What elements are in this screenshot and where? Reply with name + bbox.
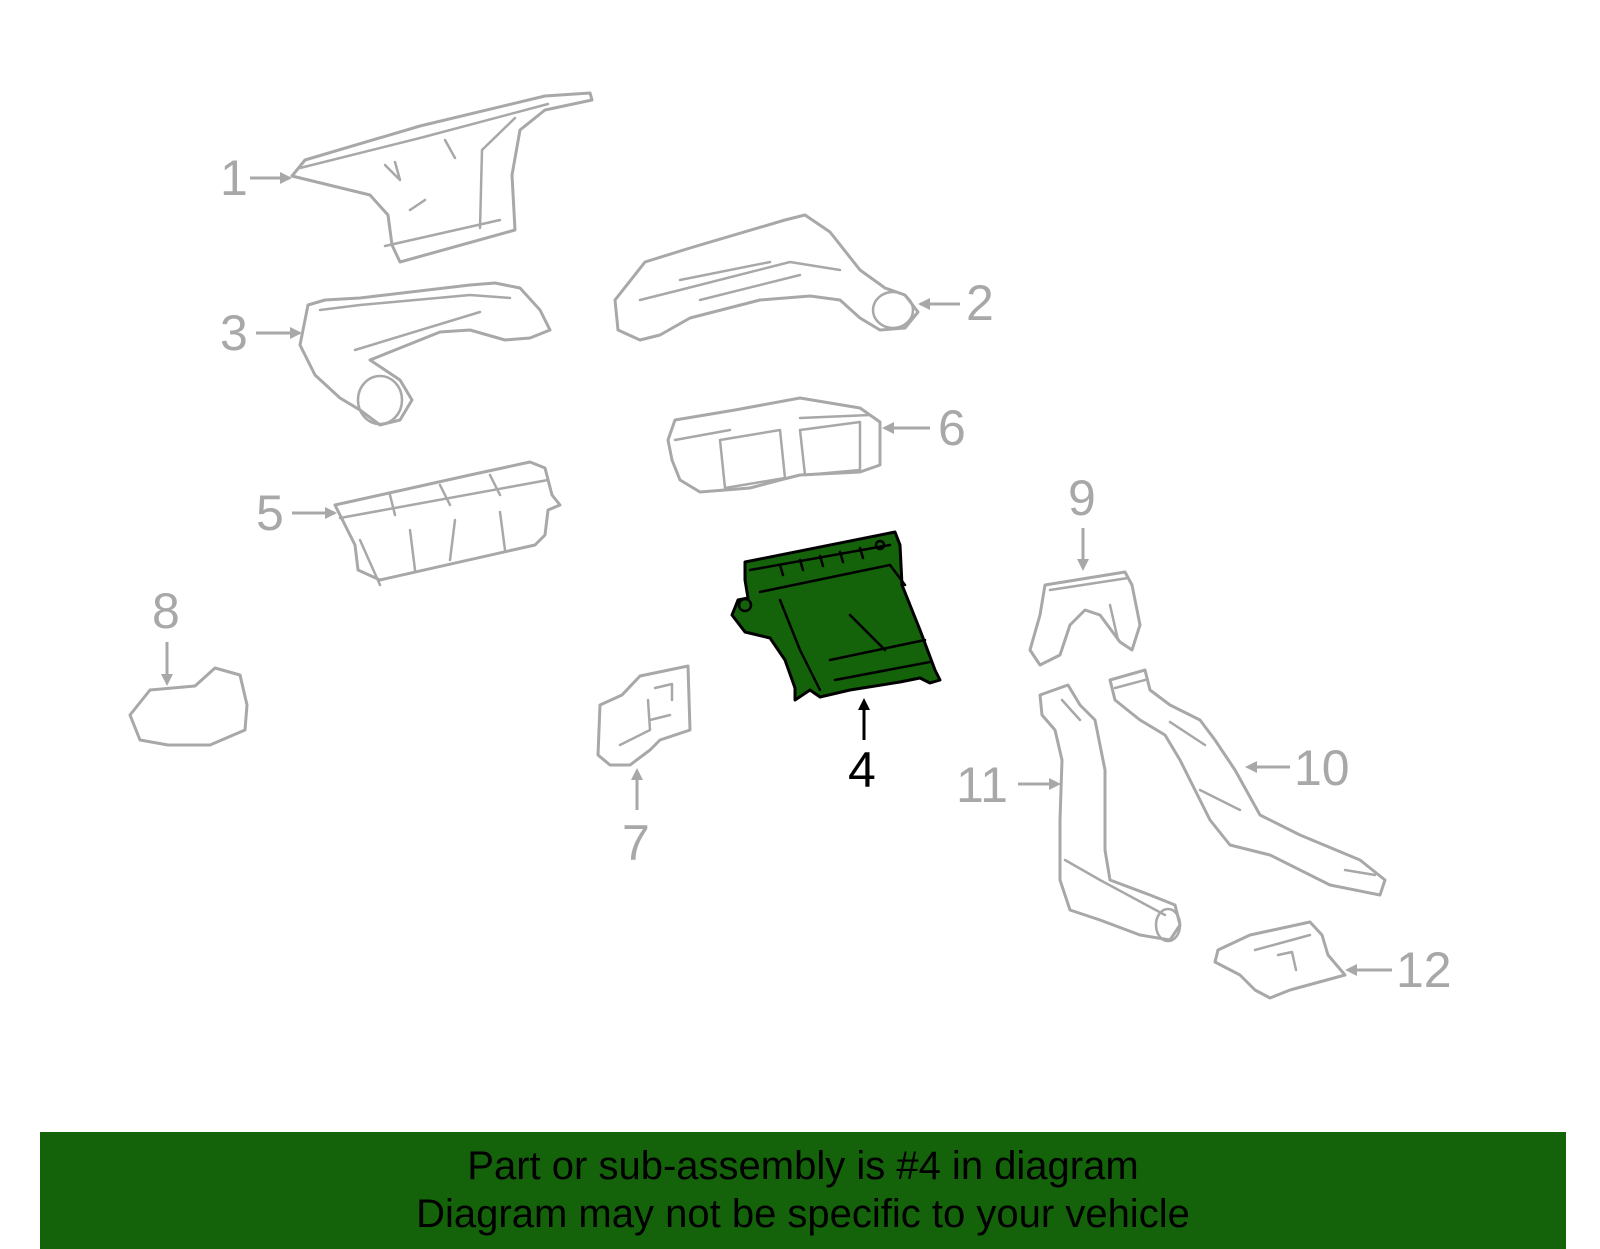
part-2-duct[interactable] — [613, 213, 920, 342]
callout-11[interactable]: 11 — [956, 757, 1008, 813]
leader-8 — [161, 642, 173, 686]
callout-3[interactable]: 3 — [220, 305, 248, 361]
callout-10[interactable]: 10 — [1294, 740, 1350, 796]
leader-7 — [631, 768, 643, 810]
part-11-duct[interactable] — [1038, 683, 1182, 943]
leader-2 — [918, 298, 960, 310]
leader-10 — [1245, 761, 1290, 773]
part-4-duct-highlighted[interactable] — [730, 530, 942, 702]
leader-11 — [1018, 778, 1061, 790]
leader-4 — [858, 698, 870, 740]
callout-4[interactable]: 4 — [848, 742, 876, 798]
callout-2[interactable]: 2 — [966, 275, 994, 331]
leader-5 — [292, 507, 337, 519]
part-10-duct[interactable] — [1108, 668, 1387, 897]
leader-6 — [882, 422, 930, 434]
banner-line-disclaimer: Diagram may not be specific to your vehi… — [416, 1192, 1190, 1236]
callout-12[interactable]: 12 — [1396, 942, 1452, 998]
part-7-bracket[interactable] — [596, 664, 692, 767]
part-1-duct[interactable] — [290, 91, 594, 264]
callout-7[interactable]: 7 — [622, 815, 650, 871]
part-12-vent[interactable] — [1213, 920, 1347, 1000]
leader-9 — [1077, 528, 1089, 571]
callout-9[interactable]: 9 — [1068, 470, 1096, 526]
part-3-duct[interactable] — [298, 281, 552, 427]
callout-8[interactable]: 8 — [152, 583, 180, 639]
part-6-vent[interactable] — [666, 396, 882, 494]
leader-3 — [256, 327, 302, 339]
info-banner: Part or sub-assembly is #4 in diagram Di… — [40, 1132, 1566, 1249]
callout-5[interactable]: 5 — [256, 485, 284, 541]
leader-1 — [250, 172, 292, 184]
callout-1[interactable]: 1 — [220, 150, 248, 206]
leader-12 — [1345, 964, 1392, 976]
banner-line-part: Part or sub-assembly is #4 in diagram — [467, 1144, 1139, 1188]
part-9-duct[interactable] — [1028, 570, 1142, 667]
part-5-vent[interactable] — [333, 460, 562, 587]
callout-6[interactable]: 6 — [938, 400, 966, 456]
part-8-seal[interactable] — [128, 666, 249, 747]
